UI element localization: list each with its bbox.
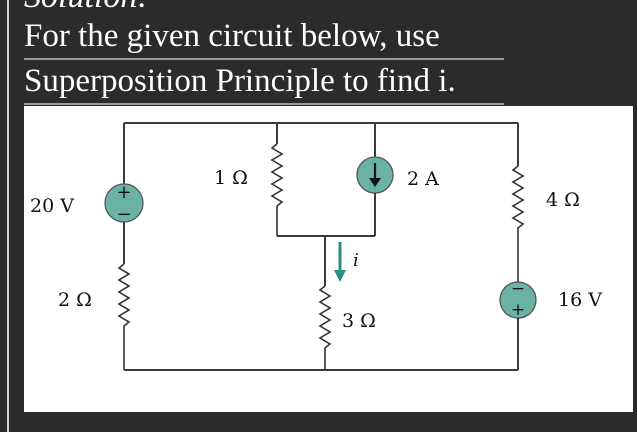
previous-solution-heading: Solution: bbox=[24, 0, 149, 16]
problem-line-2: Superposition Principle to find i. bbox=[24, 63, 456, 99]
label-20v: 20 V bbox=[30, 195, 74, 217]
label-current-i: i bbox=[353, 250, 359, 271]
problem-statement: For the given circuit below, use Superpo… bbox=[24, 14, 456, 104]
line1-underline bbox=[24, 58, 504, 60]
resistor-3ohm bbox=[318, 285, 332, 370]
current-source-arrow-head bbox=[369, 178, 381, 187]
problem-line-1: For the given circuit below, use bbox=[24, 18, 440, 54]
source-16v-minus: − bbox=[511, 279, 525, 299]
resistor-2ohm bbox=[117, 263, 131, 370]
source-16v-plus: + bbox=[511, 300, 525, 320]
label-4ohm: 4 Ω bbox=[546, 189, 580, 211]
label-16v: 16 V bbox=[558, 289, 602, 311]
circuit-diagram: + − 20 V 2 Ω 1 Ω 2 A i 3 Ω 4 Ω − + 16 V bbox=[24, 106, 633, 412]
label-1ohm: 1 Ω bbox=[214, 167, 248, 189]
label-2ohm: 2 Ω bbox=[58, 289, 92, 311]
circuit-svg: + − 20 V 2 Ω 1 Ω 2 A i 3 Ω 4 Ω − + 16 V bbox=[30, 122, 602, 371]
label-2a: 2 A bbox=[407, 168, 439, 190]
resistor-1ohm bbox=[270, 143, 284, 236]
left-border bbox=[7, 0, 9, 432]
line2-underline bbox=[24, 103, 504, 105]
label-3ohm: 3 Ω bbox=[342, 310, 376, 332]
resistor-4ohm bbox=[511, 165, 525, 282]
source-20v-minus: − bbox=[116, 204, 131, 225]
source-20v-plus: + bbox=[116, 182, 131, 203]
current-i-arrow-head bbox=[334, 270, 346, 282]
